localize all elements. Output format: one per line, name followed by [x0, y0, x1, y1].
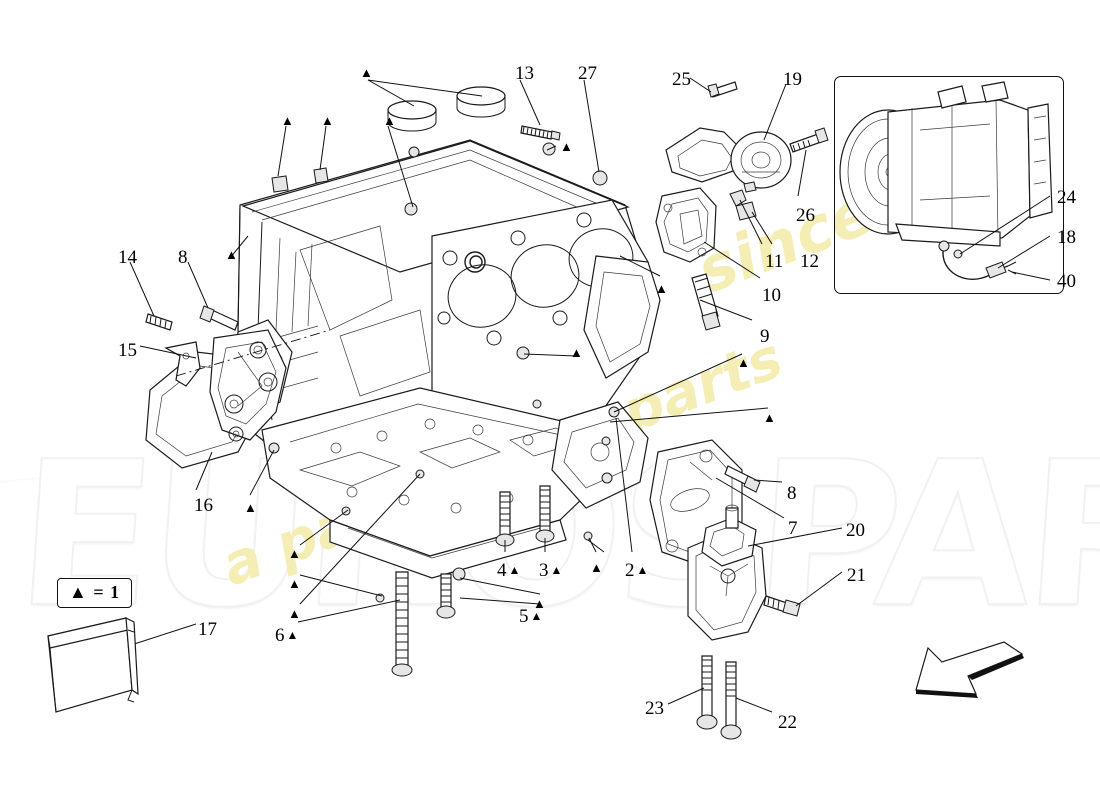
- triangle-marker: ▲: [590, 560, 603, 575]
- callout-20: 20: [846, 520, 865, 541]
- triangle-marker: ▲: [288, 546, 301, 561]
- triangle-marker: ▲: [570, 345, 583, 360]
- callout-13: 13: [515, 63, 534, 84]
- bolt-25: [707, 81, 738, 98]
- callout-24: 24: [1057, 187, 1076, 208]
- inset-frame: [834, 76, 1064, 294]
- callout-17: 17: [198, 619, 217, 640]
- callout-21: 21: [847, 565, 866, 586]
- plug-27: [592, 170, 608, 186]
- callout-4: 4▲: [497, 560, 521, 581]
- legend-text: ▲ = 1: [69, 582, 121, 602]
- callout-15: 15: [118, 340, 137, 361]
- leader-lines: [127, 77, 843, 713]
- orientation-arrow: [915, 641, 1024, 698]
- callout-triangle-marker: ▲: [550, 563, 563, 577]
- plug-j: [268, 442, 280, 454]
- bolt-9: [691, 273, 721, 331]
- callout-9: 9: [760, 326, 770, 347]
- plug-d: [408, 146, 420, 158]
- triangle-marker: ▲: [244, 500, 257, 515]
- callout-40: 40: [1057, 271, 1076, 292]
- callout-16: 16: [194, 495, 213, 516]
- bolt-5: [436, 573, 456, 619]
- callout-26: 26: [796, 205, 815, 226]
- plug-o: [532, 399, 542, 409]
- triangle-marker: ▲: [655, 281, 668, 296]
- triangle-marker: ▲: [763, 410, 776, 425]
- callout-27: 27: [578, 63, 597, 84]
- triangle-marker: ▲: [383, 113, 396, 128]
- callout-19: 19: [783, 69, 802, 90]
- triangle-marker: ▲: [533, 596, 546, 611]
- callout-7: 7: [788, 518, 798, 539]
- core-plugs: [387, 86, 506, 132]
- triangle-marker: ▲: [281, 113, 294, 128]
- callout-6: 6▲: [275, 625, 299, 646]
- inset-transmission-drawing: [839, 81, 1053, 281]
- triangle-marker: ▲: [737, 355, 750, 370]
- callout-triangle-marker: ▲: [530, 609, 543, 623]
- plug-m: [583, 531, 593, 541]
- stud-13: [520, 125, 561, 141]
- callout-triangle-marker: ▲: [636, 563, 649, 577]
- callout-11: 11: [765, 251, 784, 272]
- triangle-marker: ▲: [288, 576, 301, 591]
- plug-h: [601, 472, 613, 484]
- bolt-23: [696, 655, 718, 730]
- plug-c: [404, 202, 418, 216]
- plug-i: [452, 567, 466, 581]
- triangle-marker: ▲: [360, 65, 373, 80]
- legend-box: ▲ = 1: [57, 578, 133, 608]
- callout-18: 18: [1057, 227, 1076, 248]
- triangle-marker: ▲: [225, 247, 238, 262]
- callout-23: 23: [645, 698, 664, 719]
- callout-22: 22: [778, 712, 797, 733]
- plug-p: [601, 436, 611, 446]
- callout-3: 3▲: [539, 560, 563, 581]
- callout-8: 8: [787, 483, 797, 504]
- callout-2: 2▲: [625, 560, 649, 581]
- callout-25: 25: [672, 69, 691, 90]
- bolt-6: [391, 571, 413, 677]
- timing-cover-17: [47, 616, 139, 713]
- callout-triangle-marker: ▲: [286, 628, 299, 642]
- callout-12: 12: [800, 251, 819, 272]
- bolt-22: [720, 661, 742, 740]
- left-engine-mount-bracket: [145, 329, 331, 469]
- bolt-4: [495, 491, 515, 547]
- triangle-marker: ▲: [560, 139, 573, 154]
- upper-mount-bracket: [655, 127, 792, 263]
- bolt-8-left: [199, 305, 239, 331]
- stud-14: [145, 313, 173, 331]
- plug-a: [271, 175, 289, 193]
- callout-8: 8: [178, 247, 188, 268]
- callout-5: 5▲: [519, 606, 543, 627]
- plug-e: [516, 346, 530, 360]
- triangle-marker: ▲: [288, 606, 301, 621]
- plug-b: [313, 167, 329, 184]
- callout-triangle-marker: ▲: [508, 563, 521, 577]
- lower-mount-assembly: [649, 439, 767, 641]
- triangle-marker: ▲: [321, 113, 334, 128]
- callout-14: 14: [118, 247, 137, 268]
- bolt-21: [763, 595, 801, 617]
- bolt-3: [535, 485, 555, 543]
- bolt-26: [789, 127, 829, 153]
- callout-10: 10: [762, 285, 781, 306]
- engine-block: [231, 139, 661, 579]
